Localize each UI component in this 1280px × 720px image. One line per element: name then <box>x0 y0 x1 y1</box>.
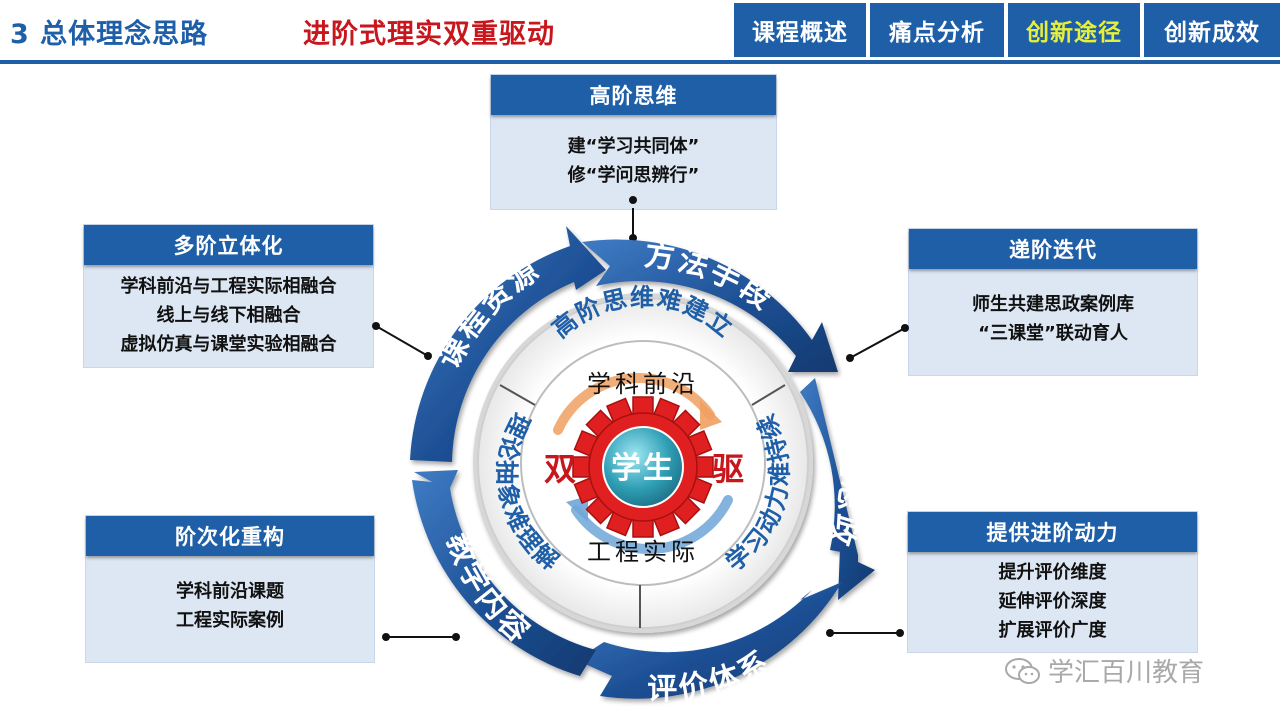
box-high-order-thinking: 高阶思维 建“学习共同体” 修“学问思辨行” <box>490 74 777 210</box>
box-line: 线上与线下相融合 <box>156 304 301 326</box>
box-line: “三课堂”联动育人 <box>978 323 1128 344</box>
connector-left-top <box>372 322 432 360</box>
box-iteration: 递阶迭代 师生共建思政案例库 “三课堂”联动育人 <box>908 228 1198 376</box>
orange-arrowhead-icon <box>700 400 722 430</box>
box-title: 阶次化重构 <box>86 516 374 556</box>
center-left-label: 双 <box>544 450 576 488</box>
page-section-title: 3 总体理念思路 <box>10 19 209 50</box>
arrow-ideology <box>800 378 875 600</box>
page-subtitle: 进阶式理实双重驱动 <box>303 19 555 50</box>
connector-right-bottom <box>826 629 904 637</box>
box-body: 学科前沿与工程实际相融合 线上与线下相融合 虚拟仿真与课堂实验相融合 <box>84 267 373 363</box>
box-line: 学科前沿与工程实际相融合 <box>120 275 337 297</box>
box-line: 师生共建思政案例库 <box>972 294 1134 315</box>
box-line: 扩展评价广度 <box>998 619 1107 641</box>
box-multi-level: 多阶立体化 学科前沿与工程实际相融合 线上与线下相融合 虚拟仿真与课堂实验相融合 <box>83 224 374 368</box>
watermark-text: 学汇百川教育 <box>1048 658 1205 688</box>
box-body: 建“学习共同体” 修“学问思辨行” <box>491 119 776 203</box>
connector-right-top <box>846 324 909 362</box>
box-line: 提升评价维度 <box>998 561 1107 583</box>
box-line: 虚拟仿真与课堂实验相融合 <box>120 333 337 355</box>
box-line: 学科前沿课题 <box>176 581 284 602</box>
connector-top <box>629 196 637 242</box>
arrow-method <box>582 239 838 372</box>
gear-icon <box>572 396 714 538</box>
connector-left-bottom <box>382 633 460 641</box>
orange-cycle-arrow <box>553 373 715 435</box>
center-right-label: 驱 <box>712 450 744 488</box>
tab-course-overview[interactable]: 课程概述 <box>734 3 866 57</box>
tab-innovation-results[interactable]: 创新成效 <box>1144 3 1280 57</box>
box-title: 递阶迭代 <box>909 229 1197 269</box>
header-divider <box>0 60 1280 64</box>
box-driving-force: 提供进阶动力 提升评价维度 延伸评价深度 扩展评价广度 <box>907 511 1198 653</box>
box-restructure: 阶次化重构 学科前沿课题 工程实际案例 <box>85 515 375 663</box>
arrow-content <box>412 470 596 676</box>
box-body: 师生共建思政案例库 “三课堂”联动育人 <box>909 273 1197 365</box>
tab-innovation-path[interactable]: 创新途径 <box>1008 3 1140 57</box>
tab-pain-analysis[interactable]: 痛点分析 <box>870 3 1004 57</box>
box-line: 工程实际案例 <box>176 610 284 631</box>
center-student-label: 学生 <box>611 451 675 486</box>
box-title: 多阶立体化 <box>84 225 373 265</box>
center-top-label: 学科前沿 <box>587 370 699 398</box>
ring-divider <box>751 384 786 406</box>
box-title: 提供进阶动力 <box>908 512 1197 552</box>
watermark: 学汇百川教育 <box>1004 652 1204 689</box>
box-title: 高阶思维 <box>491 75 776 115</box>
blue-cycle-arrow <box>571 495 733 554</box>
outer-arrow-ring <box>410 226 875 699</box>
ring-divider <box>499 384 536 406</box>
outer-label-ideology: 课程思政 <box>821 409 870 552</box>
box-line: 延伸评价深度 <box>998 590 1107 612</box>
header: 3 总体理念思路 进阶式理实双重驱动 课程概述 痛点分析 创新途径 创新成效 <box>0 0 1280 64</box>
box-line: 建“学习共同体” <box>567 136 700 157</box>
box-line: 修“学问思辨行” <box>567 165 700 186</box>
center-bottom-label: 工程实际 <box>587 538 699 566</box>
arrow-evaluation <box>576 582 842 699</box>
wechat-icon <box>1005 657 1040 684</box>
arrow-resources <box>410 226 606 462</box>
box-body: 学科前沿课题 工程实际案例 <box>86 560 374 652</box>
box-body: 提升评价维度 延伸评价深度 扩展评价广度 <box>908 554 1197 648</box>
